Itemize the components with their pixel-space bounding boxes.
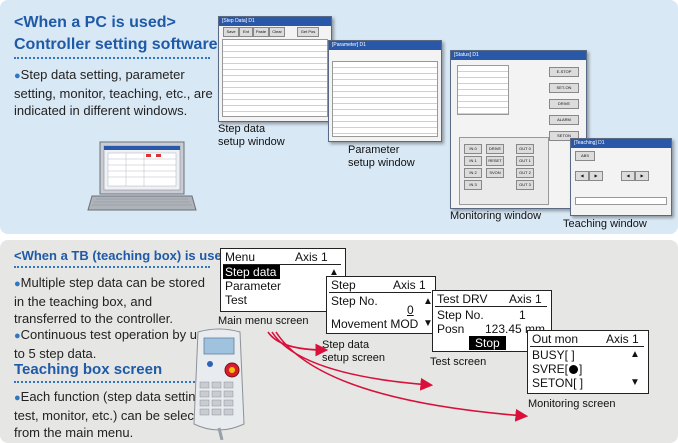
test-step-no-label: Step No.: [437, 308, 484, 322]
step-data-screen: Step Axis 1 Step No. 0 ▲ Movement MOD ▼: [326, 276, 436, 334]
bullet-icon: ●: [14, 70, 21, 82]
step-data-window: [Step Data] D1 Save Ent Paste Clear Get …: [218, 16, 332, 122]
tb-bullet-2: ●Continuous test operation by up to 5 st…: [14, 327, 205, 361]
scroll-up-icon: ▲: [423, 296, 433, 307]
teaching-window-caption: Teaching window: [563, 218, 647, 230]
monitoring-screen-caption: Monitoring screen: [528, 398, 616, 410]
out-1-button[interactable]: OUT 1: [516, 156, 534, 166]
in-1-button[interactable]: IN 1: [464, 156, 482, 166]
teaching-box-device: [193, 328, 245, 440]
jog-plus-button[interactable]: ▶: [589, 171, 603, 181]
bullet-icon: ●: [14, 278, 21, 290]
test-step-no-value: 1: [519, 308, 526, 322]
drive-button[interactable]: DRIVE: [549, 99, 579, 109]
scroll-up-icon: ▲: [329, 267, 339, 278]
subtitle-divider: [14, 57, 210, 59]
step-no-label: Step No.: [331, 294, 378, 308]
controller-status-list: [457, 65, 509, 115]
out-2-button[interactable]: OUT 2: [516, 168, 534, 178]
reset-io-button[interactable]: RESET: [486, 156, 504, 166]
pc-section-title: <When a PC is used>: [14, 14, 176, 31]
tb-section-title: <When a TB (teaching box) is used>: [14, 248, 238, 263]
scroll-up-icon: ▲: [630, 349, 640, 360]
toolbar-save-button[interactable]: Save: [223, 27, 239, 37]
teaching-sel-button[interactable]: ABS: [575, 151, 595, 161]
move-minus-button[interactable]: ◀: [621, 171, 635, 181]
in-3-button[interactable]: IN 3: [464, 180, 482, 190]
toolbar-ent-button[interactable]: Ent: [239, 27, 253, 37]
parameter-window: [Parameter] D1: [328, 40, 442, 142]
out-0-button[interactable]: OUT 0: [516, 144, 534, 154]
movement-mod-label: Movement MOD: [331, 317, 419, 331]
bullet-icon: ●: [14, 330, 21, 342]
alarm-button[interactable]: ALARM: [549, 115, 579, 125]
tb-title-divider: [14, 266, 210, 268]
in-0-button[interactable]: IN 0: [464, 144, 482, 154]
step-data-screen-caption: Step data setup screen: [322, 339, 385, 364]
set-on-button[interactable]: SET-ON: [549, 83, 579, 93]
monitoring-window-title: [Status] D1: [451, 51, 586, 60]
io-panel: IN 0 IN 1 IN 2 IN 3 DRIVE RESET SVON OUT…: [459, 137, 549, 205]
stop-button[interactable]: Stop: [469, 336, 506, 350]
svon-io-button[interactable]: SVON: [486, 168, 504, 178]
pc-section-panel: <When a PC is used> Controller setting s…: [0, 0, 678, 234]
out-3-button[interactable]: OUT 3: [516, 180, 534, 190]
parameter-window-title: [Parameter] D1: [329, 41, 441, 50]
laptop-illustration: [87, 141, 197, 211]
scroll-down-icon: ▼: [630, 377, 640, 388]
tb-section-panel: <When a TB (teaching box) is used> ●Mult…: [0, 240, 678, 443]
tb-bullet-1: ●Multiple step data can be stored in the…: [14, 275, 205, 326]
seton-indicator: SETON[ ]: [532, 376, 584, 390]
svre-indicator: SVRE[]: [532, 362, 583, 376]
test-screen-caption: Test screen: [430, 356, 487, 368]
menu-item-parameter[interactable]: Parameter: [225, 279, 282, 293]
toolbar-clear-button[interactable]: Clear: [269, 27, 285, 37]
monitoring-window-caption: Monitoring window: [450, 210, 542, 222]
test-posn-label: Posn: [437, 322, 465, 336]
toolbar-paste-button[interactable]: Paste: [253, 27, 269, 37]
e-stop-button[interactable]: E-STOP: [549, 67, 579, 77]
main-menu-caption: Main menu screen: [218, 315, 309, 327]
menu-item-test[interactable]: Test: [225, 293, 248, 307]
in-2-button[interactable]: IN 2: [464, 168, 482, 178]
monitoring-window: [Status] D1 E-STOP SET-ON DRIVE ALARM SE…: [450, 50, 587, 209]
step-no-value[interactable]: 0: [407, 303, 414, 317]
move-plus-button[interactable]: ▶: [635, 171, 649, 181]
menu-header: Menu: [225, 250, 256, 264]
pc-description: ●Step data setting, parameter setting, m…: [14, 67, 213, 118]
tb-description: ●Each function (step data setting, test,…: [14, 389, 212, 440]
drive-io-button[interactable]: DRIVE: [486, 144, 504, 154]
setup-button[interactable]: SETON: [549, 131, 579, 141]
jog-minus-button[interactable]: ◀: [575, 171, 589, 181]
tb-section-subtitle: Teaching box screen: [14, 361, 163, 378]
out-mon-header: Out mon: [532, 332, 579, 346]
navigation-arrows: [267, 331, 529, 422]
monitoring-screen: Out mon Axis 1 BUSY[ ] ▲ SVRE[] SETON[ ]…: [527, 330, 649, 394]
step-header: Step: [331, 278, 356, 292]
busy-indicator: BUSY[ ]: [532, 348, 575, 362]
teaching-window-title: [Teaching] D1: [571, 139, 671, 148]
toolbar-getpos-button[interactable]: Get Pos: [297, 27, 319, 37]
step-axis: Axis 1: [393, 278, 426, 292]
bullet-icon: ●: [14, 392, 21, 404]
parameter-window-caption: Parameter setup window: [348, 144, 415, 169]
pc-section-subtitle: Controller setting software: [14, 36, 218, 53]
scroll-down-icon: ▼: [423, 318, 433, 329]
menu-item-step-data[interactable]: Step data: [223, 265, 281, 279]
step-data-window-title: [Step Data] D1: [219, 17, 331, 26]
test-axis: Axis 1: [509, 292, 542, 306]
test-header: Test DRV: [437, 292, 488, 306]
step-data-table[interactable]: [222, 39, 328, 117]
speed-slider[interactable]: [575, 197, 667, 205]
parameter-table[interactable]: [332, 61, 438, 137]
tb-subtitle-divider: [14, 381, 210, 383]
teaching-window: [Teaching] D1 ABS ◀ ▶ ◀ ▶: [570, 138, 672, 216]
svre-on-icon: [569, 365, 579, 374]
menu-axis: Axis 1: [295, 250, 328, 264]
out-mon-axis: Axis 1: [606, 332, 639, 346]
step-data-window-caption: Step data setup window: [218, 123, 285, 148]
main-menu-screen: Menu Axis 1 Step data Parameter Test ▲: [220, 248, 346, 312]
